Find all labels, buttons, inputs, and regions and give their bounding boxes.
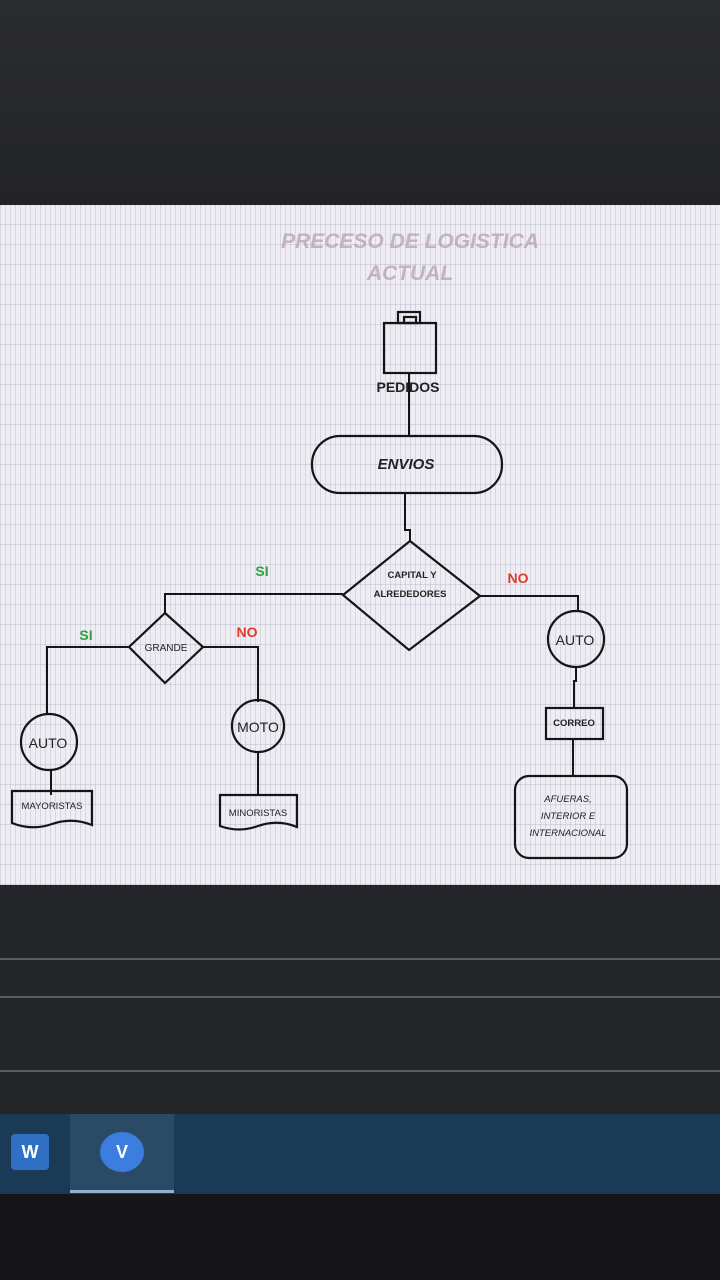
- auto-right-label: AUTO: [556, 632, 595, 648]
- auto-left-label: AUTO: [29, 735, 68, 751]
- diagram-title-line-2: ACTUAL: [366, 262, 453, 285]
- monitor-bottom-bezel: [0, 1194, 720, 1280]
- flowchart: PRECESO DE LOGISTICA ACTUAL PEDIDOS ENVI…: [10, 230, 629, 860]
- connector-envios-capital: [404, 493, 411, 541]
- grande-label: GRANDE: [145, 643, 188, 654]
- connector-grande-moto: [203, 646, 259, 702]
- word-icon: W: [11, 1134, 49, 1170]
- taskbar-visio-button[interactable]: V: [70, 1114, 174, 1193]
- diagram-canvas[interactable]: PRECESO DE LOGISTICA ACTUAL PEDIDOS ENVI…: [0, 205, 720, 885]
- grande-si-label: SI: [79, 627, 92, 643]
- visio-icon: V: [100, 1132, 144, 1172]
- moto-label: MOTO: [237, 719, 279, 735]
- monitor-top-bezel: [0, 0, 720, 205]
- envios-label: ENVIOS: [378, 456, 435, 473]
- grande-decision-shape[interactable]: [127, 611, 205, 685]
- taskbar: W V: [0, 1114, 720, 1194]
- afueras-label-line-1: AFUERAS,: [543, 794, 592, 805]
- mayoristas-label: MAYORISTAS: [22, 801, 83, 812]
- divider: [0, 958, 720, 960]
- correo-box[interactable]: [544, 706, 605, 741]
- connector-capital-grande: [164, 593, 343, 613]
- connector-grande-auto: [46, 646, 129, 713]
- taskbar-word-button[interactable]: W: [0, 1114, 60, 1190]
- minoristas-label: MINORISTAS: [229, 808, 287, 819]
- afueras-label-line-3: INTERNACIONAL: [529, 828, 606, 839]
- connector-auto-correo: [573, 667, 577, 708]
- capital-decision-shape[interactable]: [341, 539, 482, 652]
- grande-no-label: NO: [237, 624, 258, 640]
- capital-no-label: NO: [508, 570, 529, 586]
- pedidos-label: PEDIDOS: [376, 379, 439, 395]
- auto-left-circle[interactable]: [19, 712, 79, 772]
- capital-si-label: SI: [255, 563, 268, 579]
- capital-label-line-1: CAPITAL Y: [387, 570, 437, 581]
- mayoristas-document[interactable]: [10, 789, 94, 829]
- pedidos-shape[interactable]: [382, 310, 438, 400]
- divider: [0, 1070, 720, 1072]
- window-lower-area: [0, 885, 720, 1115]
- capital-label-line-2: ALREDEDORES: [374, 589, 447, 600]
- envios-shape[interactable]: [310, 434, 504, 495]
- afueras-box[interactable]: [513, 774, 629, 860]
- afueras-label-line-2: INTERIOR E: [541, 811, 596, 822]
- divider: [0, 996, 720, 998]
- minoristas-document[interactable]: [218, 793, 299, 831]
- diagram-title-line-1: PRECESO DE LOGISTICA: [281, 230, 539, 253]
- correo-label: CORREO: [553, 718, 595, 729]
- connector-capital-auto: [480, 595, 579, 611]
